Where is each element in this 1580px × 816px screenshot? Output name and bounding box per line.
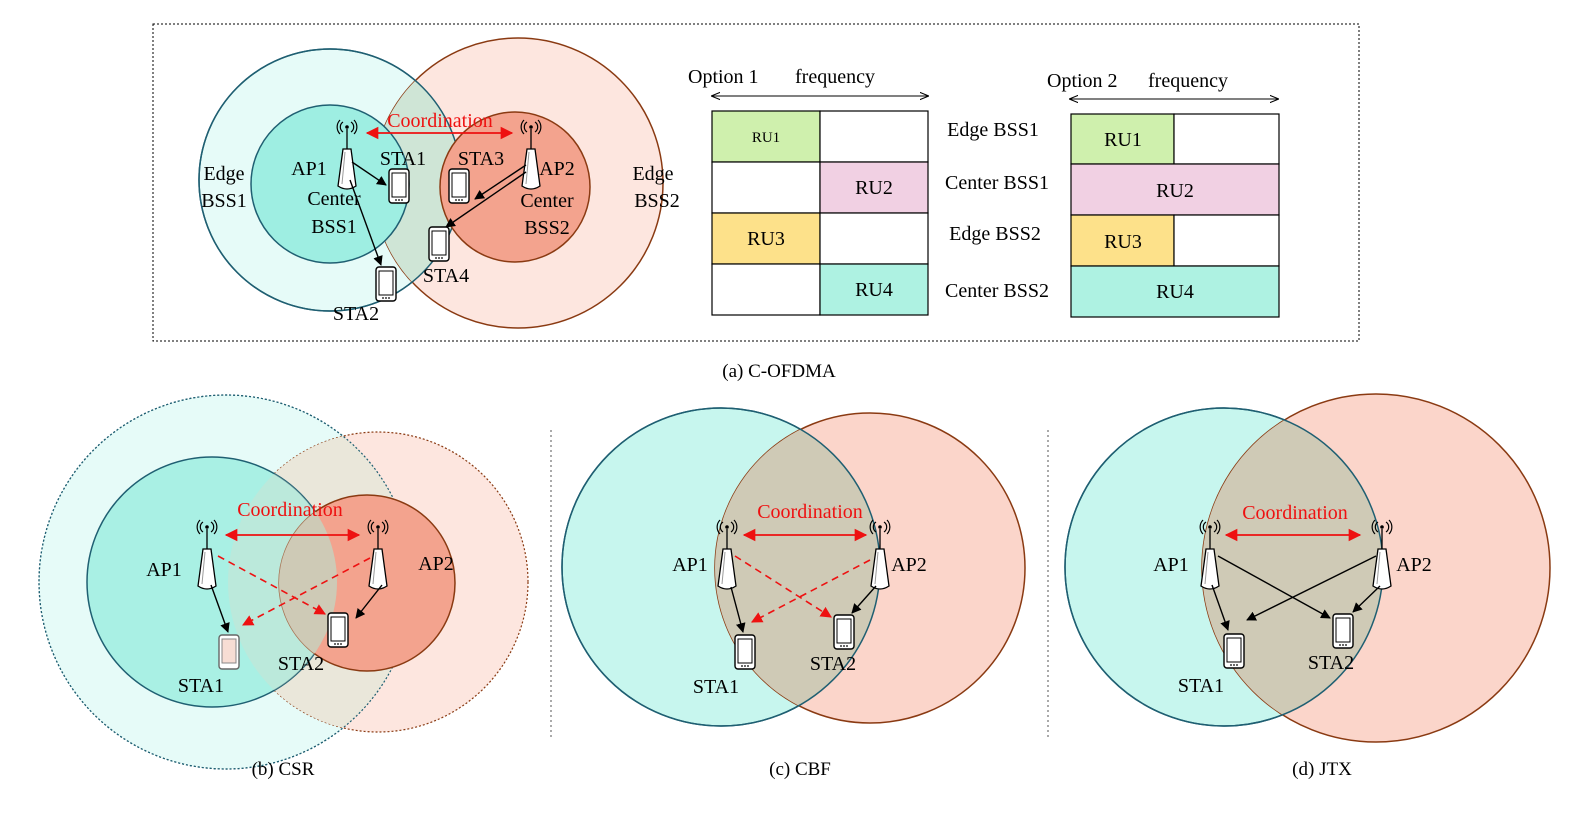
option2-cell-ru4: RU4 <box>1156 281 1194 303</box>
coordination-label-a: Coordination <box>387 110 493 132</box>
sta1-label-d: STA1 <box>1178 675 1224 697</box>
coordination-label-d: Coordination <box>1242 502 1348 524</box>
coordination-label-c: Coordination <box>757 501 863 523</box>
center-bss2-label-line2: BSS2 <box>524 217 570 239</box>
ap2-label-a: AP2 <box>539 158 575 180</box>
sta2-icon-c <box>833 614 855 650</box>
center-bss2-label-line1: Center <box>520 190 574 212</box>
sta1-icon-c <box>734 634 756 670</box>
row-label-edge-bss2: Edge BSS2 <box>949 223 1041 245</box>
sta2-label-d: STA2 <box>1308 652 1354 674</box>
caption-b: (b) CSR <box>252 759 315 780</box>
option2-cell-ru3: RU3 <box>1104 231 1142 253</box>
ap1-label-a: AP1 <box>291 158 327 180</box>
sta3-icon-a <box>448 168 470 204</box>
edge-bss1-label-line2: BSS1 <box>201 190 247 212</box>
row-label-edge-bss1: Edge BSS1 <box>947 119 1039 141</box>
sta1-label-a: STA1 <box>380 148 426 170</box>
sta2-icon-a <box>375 266 397 302</box>
center-bss1-label-line2: BSS1 <box>311 216 357 238</box>
panel-b: Coordination AP1 AP2 STA1 STA2 (b) CSR <box>38 394 529 780</box>
option2-axis: frequency <box>1148 70 1228 92</box>
sta3-label-a: STA3 <box>458 148 504 170</box>
option1-table: RU1 RU2 RU3 RU4 <box>711 110 929 316</box>
ap2-label-d: AP2 <box>1396 554 1432 576</box>
option1-cell-ru4: RU4 <box>855 279 893 301</box>
sta4-label-a: STA4 <box>423 265 469 287</box>
option1-cell-ru2: RU2 <box>855 177 893 199</box>
sta2-icon-d <box>1332 613 1354 649</box>
option2-title: Option 2 <box>1047 70 1118 92</box>
ap1-label-b: AP1 <box>146 559 182 581</box>
edge-bss2-label-line2: BSS2 <box>634 190 680 212</box>
row-label-center-bss2: Center BSS2 <box>945 280 1049 302</box>
sta2-label-a: STA2 <box>333 303 379 325</box>
sta2-icon-b <box>327 612 349 648</box>
caption-c: (c) CBF <box>769 759 831 780</box>
sta1-icon-d <box>1223 633 1245 669</box>
panel-a-frame <box>152 23 1360 342</box>
row-label-center-bss1: Center BSS1 <box>945 172 1049 194</box>
ap1-label-c: AP1 <box>672 554 708 576</box>
ap2-label-b: AP2 <box>418 553 454 575</box>
panel-d: Coordination AP1 AP2 STA1 STA2 (d) JTX <box>1064 393 1551 780</box>
ap2-label-c: AP2 <box>891 554 927 576</box>
sta2-label-c: STA2 <box>810 653 856 675</box>
option2-cell-ru2: RU2 <box>1156 180 1194 202</box>
ap1-label-d: AP1 <box>1153 554 1189 576</box>
edge-bss1-label-line1: Edge <box>203 163 244 185</box>
sta1-icon-a <box>388 168 410 204</box>
option1-axis: frequency <box>795 66 875 88</box>
option1-cell-ru1: RU1 <box>752 130 780 146</box>
option2-table: RU1 RU2 RU3 RU4 <box>1070 113 1280 318</box>
panel-a: Coordination AP1 AP2 STA1 STA3 STA4 STA2… <box>152 23 1360 382</box>
sta1-label-c: STA1 <box>693 676 739 698</box>
sta1-label-b: STA1 <box>178 675 224 697</box>
sta4-icon-a <box>428 226 450 262</box>
panel-c: Coordination AP1 AP2 STA1 STA2 (c) CBF <box>561 407 1026 780</box>
sta2-label-b: STA2 <box>278 653 324 675</box>
caption-d: (d) JTX <box>1292 759 1352 780</box>
option1-cell-ru3: RU3 <box>747 228 785 250</box>
sta1-icon-b <box>218 634 240 670</box>
coordination-label-b: Coordination <box>237 499 343 521</box>
caption-a: (a) C-OFDMA <box>722 361 836 382</box>
center-bss2-area <box>439 111 591 263</box>
center-bss1-label-line1: Center <box>307 188 361 210</box>
option2-cell-ru1: RU1 <box>1104 129 1142 151</box>
edge-bss2-label-line1: Edge <box>632 163 673 185</box>
option1-title: Option 1 <box>688 66 759 88</box>
